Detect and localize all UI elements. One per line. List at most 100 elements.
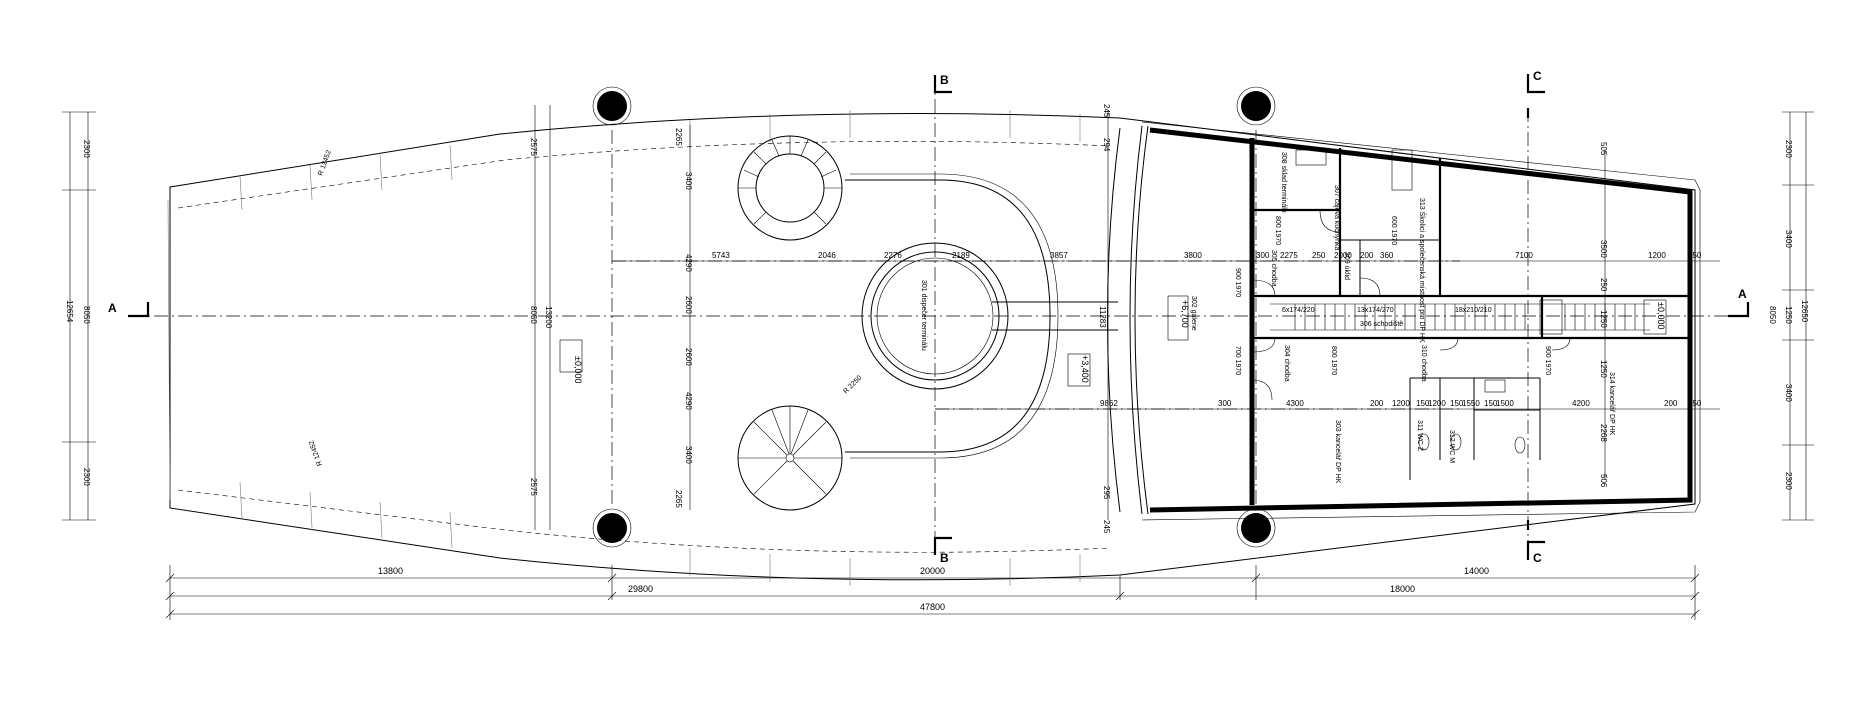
radius-label-dispatch: R 2250 (842, 374, 863, 395)
level-main: ±0,000 (573, 356, 583, 383)
column-bottom-left (597, 513, 627, 543)
dim-bottom-total: 47800 (920, 602, 945, 612)
spiral-stair-top (737, 135, 843, 241)
door-5: 800 1970 (1330, 346, 1337, 375)
dim-vr-2: 3500 (1599, 240, 1608, 258)
dim-low-3: 4300 (1286, 399, 1304, 408)
dim-left-1: 2300 (82, 140, 91, 158)
column-top-left (597, 91, 627, 121)
dim-vm-5: 2600 (684, 348, 693, 366)
dim-right-5: 2300 (1784, 472, 1793, 490)
dim-mid-2: 2046 (818, 251, 836, 260)
gallery (1107, 125, 1149, 515)
hull-outline (167, 113, 1696, 581)
dim-vl-2: 8050 (529, 306, 538, 324)
room-304: 304 chodba (1283, 345, 1290, 382)
dim-mid-10: 2000 (1334, 251, 1352, 260)
dim-low-8: 150 (1450, 399, 1464, 408)
dim-low-9: 1550 (1462, 399, 1480, 408)
dim-low-14: 250 (1688, 399, 1702, 408)
room-305: 305 chodba (1270, 250, 1277, 287)
dim-vg-5: 245 (1102, 520, 1111, 534)
stair-spec-3: 18x210/210 (1455, 307, 1492, 314)
columns (592, 86, 1276, 548)
dim-vg-1: 245 (1102, 104, 1111, 118)
room-310: 310 chodba (1420, 345, 1427, 382)
dim-low-1: 9862 (1100, 399, 1118, 408)
dim-bottom-3: 14000 (1464, 566, 1489, 576)
dim-low-6: 150 (1416, 399, 1430, 408)
dim-low-5: 1200 (1392, 399, 1410, 408)
dim-bottom-5: 18000 (1390, 584, 1415, 594)
dim-vm-4: 2600 (684, 296, 693, 314)
level-ramp: +3,400 (1080, 355, 1090, 383)
dim-vr-4: 1250 (1599, 310, 1608, 328)
dim-low-10: 150 (1484, 399, 1498, 408)
dim-vr-1: 505 (1599, 142, 1608, 156)
dim-mid-7: 300 (1256, 251, 1270, 260)
spiral-stair-bottom (737, 405, 843, 511)
corridor-stair (1270, 303, 1650, 331)
dim-vg-4: 295 (1102, 486, 1111, 500)
column-bottom-right (1241, 513, 1271, 543)
dim-mid-13: 7100 (1515, 251, 1533, 260)
dim-vm-6: 4290 (684, 392, 693, 410)
radius-label-bottom: R 12452 (308, 439, 324, 466)
dim-vr-5: 1250 (1599, 360, 1608, 378)
room-301: 301 dispečer terminálu (920, 280, 927, 351)
dim-right-total-2: 8050 (1768, 306, 1777, 324)
door-3: 600 1970 (1390, 216, 1397, 245)
dim-right-total: 12650 (1800, 300, 1809, 323)
dim-mid-6: 3800 (1184, 251, 1202, 260)
room-306: 306 schodiště (1360, 321, 1403, 328)
section-label-c-bottom: C (1533, 551, 1542, 565)
dim-mid-12: 360 (1380, 251, 1394, 260)
dim-low-4: 200 (1370, 399, 1384, 408)
dim-bottom-1: 13800 (378, 566, 403, 576)
dim-right-1: 2300 (1784, 140, 1793, 158)
door-4: 700 1970 (1234, 346, 1241, 375)
door-2: 800 1970 (1274, 216, 1281, 245)
room-302: 302 galerie (1190, 296, 1197, 331)
dim-left-total: 12654 (65, 300, 74, 323)
dim-vl-4: 13200 (544, 306, 553, 329)
dim-right-3: 1250 (1784, 306, 1793, 324)
stair-spec-2: 13x174/270 (1357, 307, 1394, 314)
room-313: 313 Školicí a společenská místnost pro D… (1418, 198, 1427, 343)
dim-vg-3: 11283 (1098, 306, 1107, 328)
dim-low-2: 300 (1218, 399, 1232, 408)
deck-ribs (239, 110, 1081, 586)
door-1: 900 1970 (1234, 268, 1241, 297)
dim-vm-8: 2265 (674, 490, 683, 508)
dim-low-13: 200 (1664, 399, 1678, 408)
dim-bottom-2: 20000 (920, 566, 945, 576)
dim-mid-3: 2276 (884, 251, 902, 260)
dim-low-11: 1500 (1496, 399, 1514, 408)
dimension-lines (62, 105, 1814, 620)
door-6: 900 1970 (1544, 346, 1551, 375)
stair-spec-1: 6x174/220 (1282, 307, 1315, 314)
section-label-a-right: A (1738, 287, 1747, 301)
level-terrace: ±0,000 (1656, 302, 1666, 329)
dim-low-7: 1200 (1428, 399, 1446, 408)
dim-mid-9: 250 (1312, 251, 1326, 260)
section-label-c-top: C (1533, 69, 1542, 83)
dim-mid-8: 2275 (1280, 251, 1298, 260)
dim-left-3: 2300 (82, 468, 91, 486)
dim-mid-11: 200 (1360, 251, 1374, 260)
room-312: 312 WC M (1448, 430, 1455, 463)
office-block (1141, 121, 1701, 521)
dim-vm-2: 3400 (684, 172, 693, 190)
dim-right-2: 3400 (1784, 230, 1793, 248)
dim-mid-15: 450 (1688, 251, 1702, 260)
dim-vm-1: 2265 (674, 128, 683, 146)
section-axes (130, 75, 1740, 555)
ramp-and-dispatch (845, 173, 1118, 459)
room-307: 307 čajová kuchyňka (1333, 185, 1340, 250)
dim-vr-7: 506 (1599, 474, 1608, 488)
dim-left-2: 8050 (82, 306, 91, 324)
dim-right-4: 3400 (1784, 384, 1793, 402)
dim-vl-1: 2575 (529, 138, 538, 156)
dim-mid-1: 5743 (712, 251, 730, 260)
